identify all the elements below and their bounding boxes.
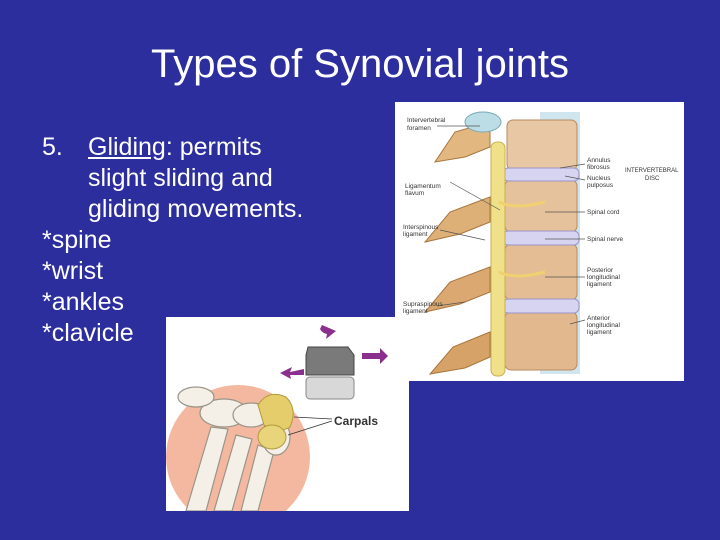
carpals-leader-2 xyxy=(287,420,333,436)
arrow-left-icon xyxy=(280,367,304,379)
label-disc-2: DISC xyxy=(645,176,660,182)
vertebra-top-face xyxy=(464,111,502,133)
spine-illustration: Intervertebral foramen Annulus fibrosus … xyxy=(395,102,684,381)
label-posterior-3: ligament xyxy=(587,281,612,288)
label-intervertebral-2: foramen xyxy=(407,125,431,132)
disc-3 xyxy=(502,298,580,314)
example-clavicle: *clavicle xyxy=(42,319,134,347)
example-wrist: *wrist xyxy=(42,257,104,285)
label-flavum-1: Ligamentum xyxy=(405,183,441,190)
spinal-cord-shape xyxy=(490,141,506,377)
label-carpals: Carpals xyxy=(334,414,378,428)
movement-arrows xyxy=(280,325,388,379)
wrist-illustration: Carpals xyxy=(166,317,409,529)
label-flavum-2: flavum xyxy=(405,190,424,197)
label-annulus-2: fibrosus xyxy=(587,164,611,171)
disc-1 xyxy=(502,167,580,182)
label-nucleus-2: pulposus xyxy=(587,182,614,189)
label-supraspinous-2: ligament xyxy=(403,308,428,315)
arrow-right-icon xyxy=(362,348,388,364)
carpal-highlight-2 xyxy=(257,424,287,450)
process-1 xyxy=(433,121,491,163)
item-number: 5. xyxy=(42,133,63,161)
label-anterior-3: ligament xyxy=(587,329,612,336)
label-intervertebral-1: Intervertebral xyxy=(407,117,446,124)
leader-lines xyxy=(436,125,586,325)
label-supraspinous-1: Supraspinous xyxy=(403,301,443,308)
label-nucleus-1: Nucleus xyxy=(587,175,611,182)
label-posterior-1: Posterior xyxy=(587,267,614,274)
process-4 xyxy=(428,331,491,375)
spinal-nerve-2 xyxy=(498,270,546,278)
arrow-up-right-icon xyxy=(320,325,336,339)
label-spinal-cord: Spinal cord xyxy=(587,209,620,216)
label-posterior-2: longitudinal xyxy=(587,274,620,281)
label-interspinous-1: Interspinous xyxy=(403,224,439,231)
example-ankles: *ankles xyxy=(42,288,124,316)
bone-7 xyxy=(177,386,215,408)
process-2 xyxy=(423,196,491,243)
slide-title: Types of Synovial joints xyxy=(151,42,569,86)
process-3 xyxy=(423,266,491,313)
label-interspinous-2: ligament xyxy=(403,231,428,238)
glide-block-top xyxy=(305,346,355,376)
definition-line-2: slight sliding and xyxy=(88,164,273,192)
slide-body: 5. Gliding: permits slight sliding and gl… xyxy=(42,132,372,349)
definition-text-1: : permits xyxy=(165,133,262,161)
vertebra-body-4 xyxy=(504,311,578,371)
disc-2 xyxy=(502,230,580,246)
spinal-nerve-1 xyxy=(498,200,546,208)
label-anterior-1: Anterior xyxy=(587,315,611,322)
definition-line-3: gliding movements. xyxy=(88,195,304,223)
label-annulus-1: Annulus xyxy=(587,157,611,164)
term-gliding: Gliding xyxy=(88,133,166,161)
example-spine: *spine xyxy=(42,226,112,254)
spine-drawing: Intervertebral foramen Annulus fibrosus … xyxy=(403,111,679,377)
label-disc-1: INTERVERTEBRAL xyxy=(625,168,679,174)
carpals-leader-1 xyxy=(293,416,333,420)
label-spinal-nerve: Spinal nerve xyxy=(587,236,624,243)
wrist-drawing: Carpals xyxy=(166,325,388,529)
vertebra-body-1 xyxy=(506,119,578,171)
glide-block-bottom xyxy=(305,376,355,400)
label-anterior-2: longitudinal xyxy=(587,322,620,329)
definition-line-1: 5. Gliding: permits xyxy=(42,132,372,163)
